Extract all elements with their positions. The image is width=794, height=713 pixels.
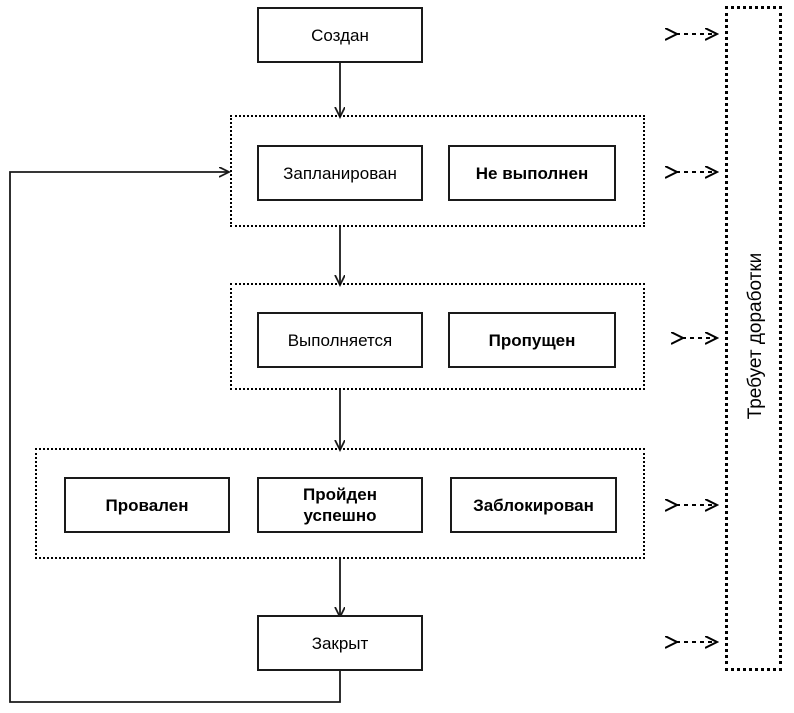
group-results bbox=[35, 448, 645, 559]
state-skipped[interactable]: Пропущен bbox=[448, 312, 616, 368]
state-planned-label: Запланирован bbox=[283, 163, 397, 183]
group-in-progress bbox=[230, 283, 645, 390]
state-in-progress[interactable]: Выполняется bbox=[257, 312, 423, 368]
state-closed[interactable]: Закрыт bbox=[257, 615, 423, 671]
state-passed-label: Пройден успешно bbox=[303, 485, 377, 525]
state-in-progress-label: Выполняется bbox=[287, 330, 393, 350]
state-skipped-label: Пропущен bbox=[488, 330, 576, 350]
rework-panel-label: Требует доработки bbox=[745, 252, 766, 420]
state-not-done[interactable]: Не выполнен bbox=[448, 145, 616, 201]
state-not-done-label: Не выполнен bbox=[475, 163, 589, 183]
state-passed[interactable]: Пройден успешно bbox=[257, 477, 423, 533]
group-planned bbox=[230, 115, 645, 227]
state-blocked-label: Заблокирован bbox=[473, 495, 594, 515]
state-planned[interactable]: Запланирован bbox=[257, 145, 423, 201]
state-failed-label: Провален bbox=[105, 495, 189, 515]
state-created-label: Создан bbox=[311, 25, 369, 45]
rework-panel: Требует доработки bbox=[725, 6, 782, 671]
state-closed-label: Закрыт bbox=[311, 633, 369, 653]
state-failed[interactable]: Провален bbox=[64, 477, 230, 533]
state-created[interactable]: Создан bbox=[257, 7, 423, 63]
state-blocked[interactable]: Заблокирован bbox=[450, 477, 617, 533]
